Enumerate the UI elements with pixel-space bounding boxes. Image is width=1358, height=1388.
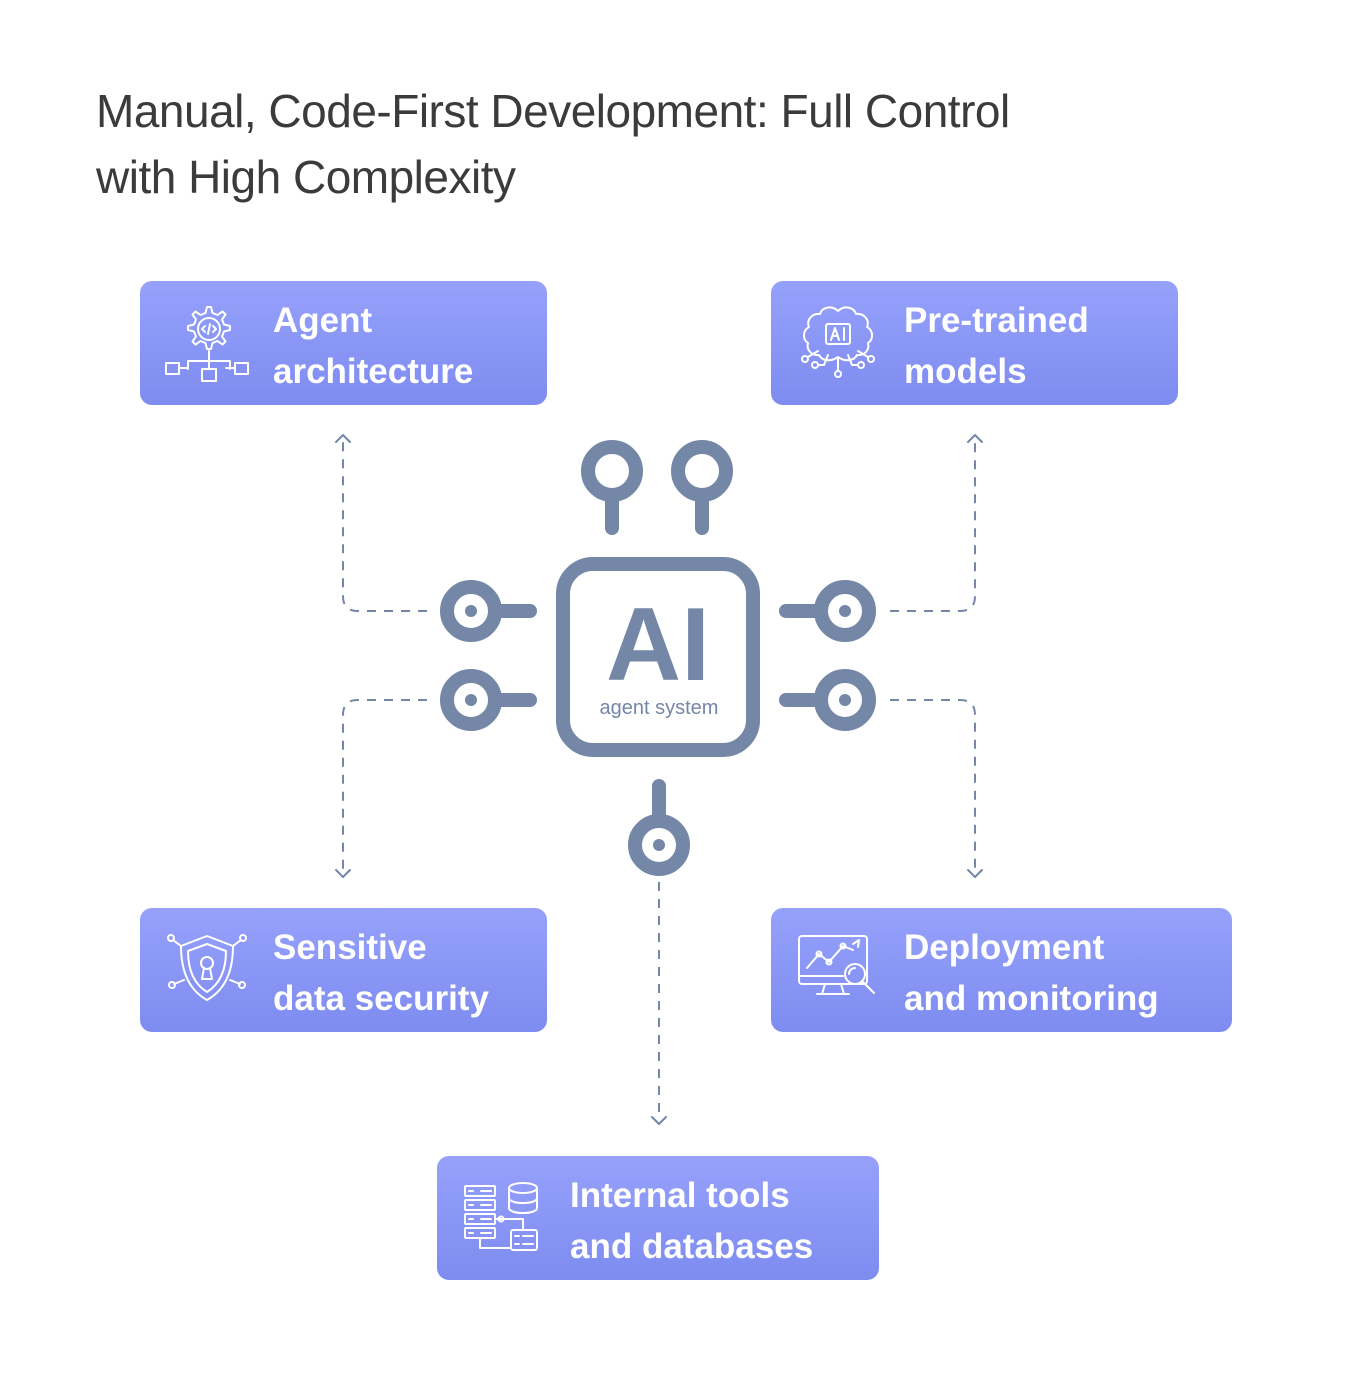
node-label-line-1: Deployment xyxy=(904,928,1105,967)
arrow-down-icon xyxy=(335,869,351,878)
title-line-2: with High Complexity xyxy=(96,151,516,203)
arrow-up-icon xyxy=(967,434,983,443)
connector-sensitive-data-security xyxy=(342,699,427,872)
ai-chip-icon: AI agent system xyxy=(440,440,876,876)
node-label: Pre-trained models xyxy=(904,295,1089,397)
ai-chip-body xyxy=(556,557,760,757)
connector-pretrained-models xyxy=(890,442,976,612)
connector-agent-architecture xyxy=(342,442,427,612)
node-label-line-1: Agent xyxy=(273,301,373,340)
ai-chip-label: AI xyxy=(606,587,710,703)
node-internal-tools-databases: Internal tools and databases xyxy=(437,1156,879,1280)
connector-deployment-monitoring xyxy=(890,699,976,872)
arrow-up-icon xyxy=(335,434,351,443)
diagram-title: Manual, Code-First Development: Full Con… xyxy=(96,78,1246,210)
node-label: Sensitive data security xyxy=(273,922,489,1024)
node-agent-architecture: Agent architecture xyxy=(140,281,547,405)
title-line-1: Manual, Code-First Development: Full Con… xyxy=(96,85,1010,137)
node-label-line-1: Internal tools xyxy=(570,1176,790,1215)
gear-code-network-icon xyxy=(165,306,249,382)
node-sensitive-data-security: Sensitive data security xyxy=(140,908,547,1032)
node-label-line-2: architecture xyxy=(273,352,474,391)
shield-lock-icon xyxy=(167,934,247,1001)
node-label: Internal tools and databases xyxy=(570,1170,813,1272)
arrow-down-icon xyxy=(651,1116,667,1125)
ai-chip-sublabel: agent system xyxy=(600,697,719,719)
node-pretrained-models: Pre-trained models xyxy=(771,281,1178,405)
arrow-down-icon xyxy=(967,869,983,878)
node-label: Deployment and monitoring xyxy=(904,922,1159,1024)
node-label-line-2: and monitoring xyxy=(904,979,1159,1018)
server-database-icon xyxy=(464,1182,538,1251)
monitor-analytics-icon xyxy=(798,935,875,995)
node-deployment-monitoring: Deployment and monitoring xyxy=(771,908,1232,1032)
node-label-line-2: models xyxy=(904,352,1027,391)
node-label-line-2: data security xyxy=(273,979,489,1018)
node-label: Agent architecture xyxy=(273,295,473,397)
ai-brain-icon xyxy=(801,306,875,378)
node-label-line-2: and databases xyxy=(570,1227,814,1266)
connectors xyxy=(342,442,976,1118)
node-label-line-1: Sensitive xyxy=(273,928,427,967)
node-label-line-1: Pre-trained xyxy=(904,301,1089,340)
